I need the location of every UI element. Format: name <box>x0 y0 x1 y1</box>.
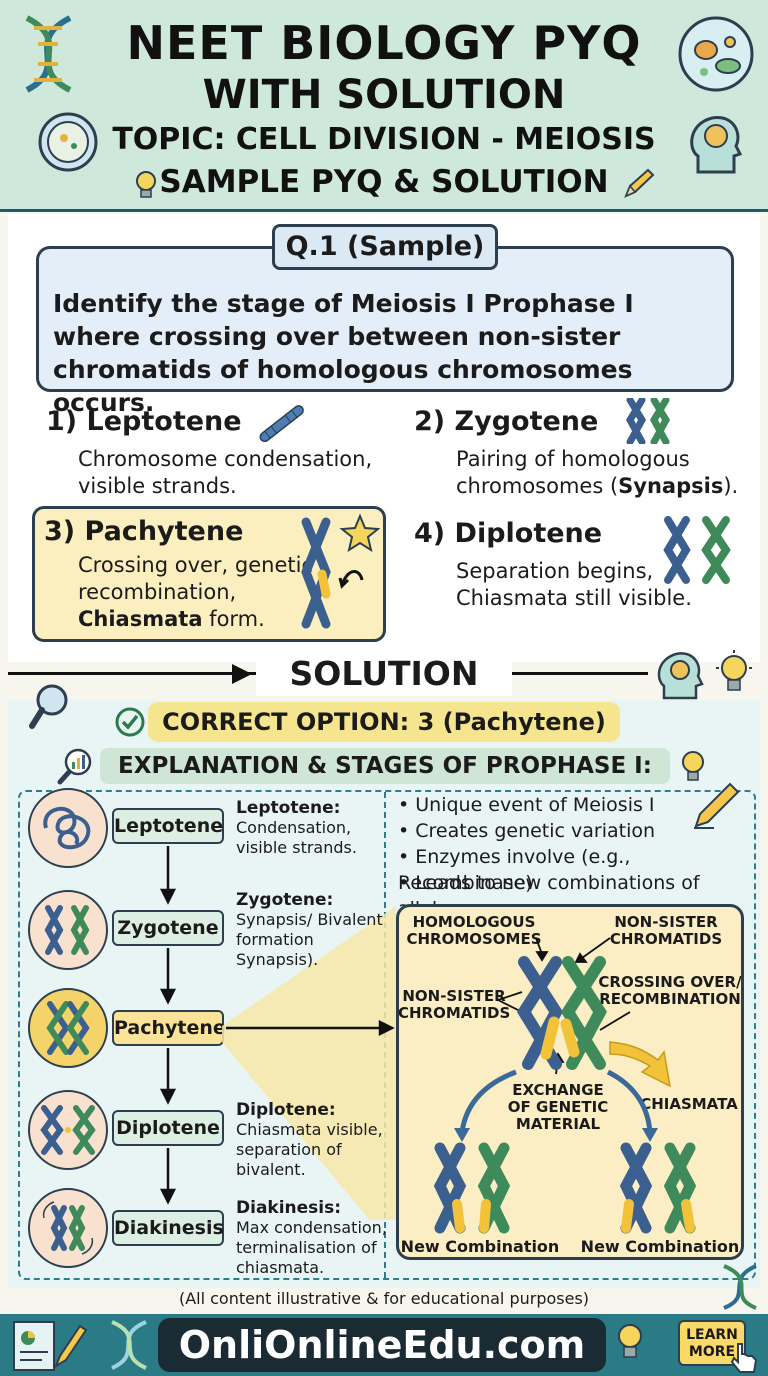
bullet-1: • Unique event of Meiosis I <box>398 794 655 816</box>
stage-box-diakinesis: Diakinesis <box>112 1210 224 1246</box>
brain-head-icon <box>690 116 743 174</box>
label-nonsister-left: NON-SISTER CHROMATIDS <box>398 987 511 1022</box>
brain-head-icon <box>657 652 704 700</box>
lightbulb-icon <box>682 751 704 781</box>
option-1-desc-line-1: Chromosome condensation, <box>78 447 373 471</box>
pencil-icon <box>694 782 740 829</box>
tangled-chromatin-icon <box>43 807 91 850</box>
leptotene-circle <box>28 788 108 868</box>
topic-line: TOPIC: CELL DIVISION - MEIOSIS <box>112 122 656 157</box>
zygotene-circle <box>28 890 108 970</box>
option-2-desc-line-1: Pairing of homologous <box>456 447 690 471</box>
explanation-title: EXPLANATION & STAGES OF PROPHASE I: <box>100 748 670 784</box>
option-3-desc-line-3: Chiasmata form. <box>78 607 265 631</box>
note-leptotene: Leptotene:Condensation, visible strands. <box>236 798 357 857</box>
stage-box-diplotene: Diplotene <box>112 1110 224 1146</box>
zygotene-chromosome-icon <box>44 905 90 955</box>
pencil-icon <box>624 168 655 198</box>
label-exchange: EXCHANGE OF GENETIC MATERIAL <box>507 1081 609 1133</box>
document-pencil-icon <box>13 1321 88 1371</box>
option-2-desc-line-2: chromosomes (Synapsis). <box>456 474 739 498</box>
dna-icon <box>25 15 72 93</box>
pachytene-circle <box>28 988 108 1068</box>
correct-option-banner: CORRECT OPTION: 3 (Pachytene) <box>148 702 620 742</box>
option-4-desc: Separation begins, Chiasmata still visib… <box>456 558 692 612</box>
dna-icon <box>723 1264 757 1310</box>
option-2-desc: Pairing of homologous chromosomes (Synap… <box>456 446 738 500</box>
question-text: Identify the stage of Meiosis I Prophase… <box>36 246 734 417</box>
arrow-right-icon <box>232 664 252 684</box>
note-diplotene: Diplotene:Chiasmata visible, separation … <box>236 1100 383 1179</box>
subtitle-line: SAMPLE PYQ & SOLUTION <box>159 164 609 200</box>
label-new-combination-right: New Combination <box>580 1237 740 1256</box>
pachytene-crossing-icon <box>301 514 380 629</box>
disclaimer-text: (All content illustrative & for educatio… <box>178 1289 590 1308</box>
diplotene-chromosome-icon <box>40 1105 96 1155</box>
learn-more-button[interactable]: LEARN MORE <box>678 1320 746 1366</box>
label-new-combination-left: New Combination <box>400 1237 560 1256</box>
lightbulb-icon <box>618 1324 642 1358</box>
stage-box-zygotene: Zygotene <box>112 910 224 946</box>
bullet-2: • Creates genetic variation <box>398 820 656 842</box>
zygotene-chromosome-icon <box>625 398 671 444</box>
title-line-1: NEET BIOLOGY PYQ <box>126 16 642 70</box>
magnifier-icon <box>29 684 68 729</box>
diplotene-circle <box>28 1090 108 1170</box>
option-3-desc-line-2: recombination, <box>78 580 237 604</box>
option-4-desc-line-1: Separation begins, <box>456 559 654 583</box>
dna-icon <box>111 1320 147 1370</box>
pachytene-chromosome-icon <box>46 1001 90 1055</box>
chart-magnifier-icon <box>57 748 92 785</box>
diplotene-chromosome-icon <box>663 516 731 584</box>
leptotene-chromosome-icon <box>259 405 304 443</box>
check-circle-icon <box>115 707 145 737</box>
option-1-desc: Chromosome condensation, visible strands… <box>78 446 372 500</box>
option-3-desc-line-1: Crossing over, genetic <box>78 553 313 577</box>
solution-heading: SOLUTION <box>256 652 512 696</box>
label-chiasmata: CHIASMATA <box>640 1095 738 1113</box>
question-tag: Q.1 (Sample) <box>272 224 498 270</box>
cell-icon <box>678 16 754 92</box>
option-1-title[interactable]: 1) Leptotene <box>46 406 242 437</box>
option-3-desc: Crossing over, genetic recombination, Ch… <box>78 552 313 633</box>
diakinesis-circle <box>28 1188 108 1268</box>
option-2-title[interactable]: 2) Zygotene <box>414 406 599 437</box>
crossing-over-illustration <box>433 937 697 1234</box>
stage-box-leptotene: Leptotene <box>112 808 224 844</box>
stage-flow-arrows <box>159 846 396 1220</box>
bullet-3: • Enzymes involve (e.g., Recombinase) <box>398 846 631 894</box>
option-4-desc-line-2: Chiasmata still visible. <box>456 586 692 610</box>
learn-more-line-1: LEARN <box>686 1327 738 1343</box>
website-link[interactable]: OnliOnlineEdu.com <box>158 1318 606 1372</box>
cursor-hand-icon <box>730 1343 758 1373</box>
note-diakinesis: Diakinesis:Max condensation, terminalisa… <box>236 1198 387 1277</box>
header-banner: NEET BIOLOGY PYQ WITH SOLUTION TOPIC: CE… <box>0 0 768 212</box>
lightbulb-icon <box>136 171 156 198</box>
learn-more-line-2: MORE <box>688 1344 736 1360</box>
lightbulb-icon <box>716 650 752 691</box>
label-nonsister-top: NON-SISTER CHROMATIDS <box>609 913 723 948</box>
option-1-desc-line-2: visible strands. <box>78 474 237 498</box>
microbe-dish-icon <box>38 112 98 172</box>
label-crossing-over: CROSSING OVER/ RECOMBINATION <box>598 973 742 1008</box>
note-zygotene: Zygotene:Synapsis/ Bivalent formation Sy… <box>236 890 383 969</box>
option-4-title[interactable]: 4) Diplotene <box>414 518 603 549</box>
title-line-2: WITH SOLUTION <box>202 72 566 118</box>
label-homologous: HOMOLOGOUS CHROMOSOMES <box>406 913 542 948</box>
zoom-beam <box>222 906 396 1220</box>
option-3-title[interactable]: 3) Pachytene <box>44 516 244 547</box>
explanation-frame <box>18 790 756 1280</box>
diakinesis-chromosome-icon <box>42 1201 94 1255</box>
